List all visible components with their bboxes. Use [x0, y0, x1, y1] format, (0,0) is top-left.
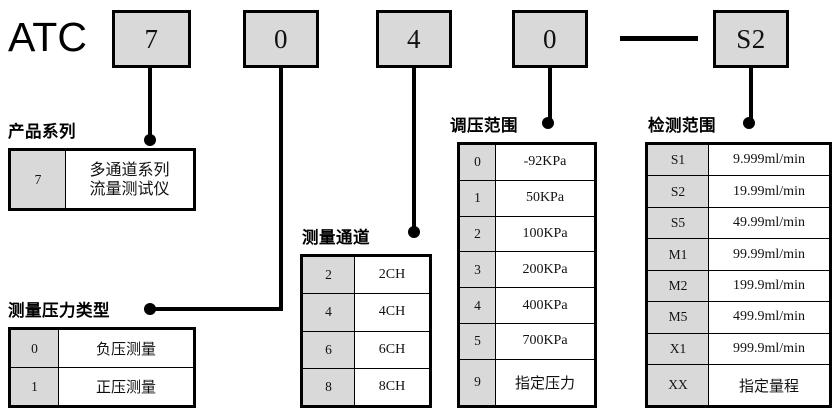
cell-code: 4 [459, 287, 496, 324]
table-row: M1 99.99ml/min [647, 238, 830, 271]
cell-desc: 499.9ml/min [708, 301, 830, 334]
cell-desc: 正压测量 [58, 367, 194, 406]
code-box-pressure-range[interactable]: 0 [512, 10, 588, 68]
cell-code: 2 [302, 255, 355, 295]
table-row: 0 负压测量 [10, 329, 194, 368]
table-channels: 2 2CH 4 4CH 6 6CH 8 8CH [300, 254, 432, 408]
cell-desc: 700KPa [495, 322, 595, 360]
cell-code: 0 [10, 329, 59, 368]
connector-dot-pressure-range [542, 117, 554, 129]
caption-channels: 测量通道 [302, 228, 370, 247]
caption-detection-range: 检测范围 [648, 116, 716, 135]
table-product-series: 7 多通道系列 流量测试仪 [8, 148, 196, 211]
table-row: M5 499.9ml/min [647, 301, 830, 334]
table-pressure-range: 0 -92KPa 1 50KPa 2 100KPa 3 200KPa 4 400… [457, 142, 597, 408]
cell-desc: 49.99ml/min [708, 206, 830, 240]
cell-code: 2 [459, 215, 496, 253]
connector-product-series [148, 68, 152, 141]
table-row: S1 9.999ml/min [647, 143, 830, 177]
caption-pressure-range: 调压范围 [450, 116, 518, 135]
table-row: S2 19.99ml/min [647, 175, 830, 208]
cell-desc: 9.999ml/min [708, 143, 830, 177]
table-row: M2 199.9ml/min [647, 269, 830, 303]
code-box-pressure-type[interactable]: 0 [243, 10, 319, 68]
cell-code: XX [647, 364, 709, 406]
table-row: 6 6CH [302, 330, 430, 369]
table-row: S5 49.99ml/min [647, 206, 830, 240]
table-row: 4 4CH [302, 293, 430, 332]
cell-desc: 多通道系列 流量测试仪 [65, 150, 194, 209]
cell-desc: 99.99ml/min [708, 238, 830, 271]
table-row: 0 -92KPa [459, 144, 595, 181]
table-detection-range: S1 9.999ml/min S2 19.99ml/min S5 49.99ml… [645, 142, 832, 408]
desc-line-2: 流量测试仪 [89, 178, 170, 198]
code-box-product-series[interactable]: 7 [112, 10, 191, 68]
cell-code: 0 [459, 144, 496, 181]
cell-code: 8 [302, 367, 355, 407]
cell-code: S2 [647, 175, 709, 208]
table-row: 2 100KPa [459, 215, 595, 253]
table-row: 9 指定压力 [459, 358, 595, 407]
cell-desc: 199.9ml/min [708, 269, 830, 303]
code-box-channels[interactable]: 4 [376, 10, 452, 68]
connector-pressure-type-vertical [279, 68, 283, 311]
cell-desc: 400KPa [495, 287, 595, 324]
cell-code: 4 [302, 293, 355, 332]
table-row: X1 999.9ml/min [647, 332, 830, 366]
cell-desc: 100KPa [495, 215, 595, 253]
table-row: 5 700KPa [459, 322, 595, 360]
cell-desc: 999.9ml/min [708, 332, 830, 366]
table-row: 3 200KPa [459, 251, 595, 289]
cell-desc: 50KPa [495, 179, 595, 217]
cell-desc: 2CH [354, 255, 430, 295]
cell-code: M1 [647, 238, 709, 271]
cell-code: 5 [459, 322, 496, 360]
cell-code: M2 [647, 269, 709, 303]
connector-pressure-type-horizontal [150, 307, 283, 311]
desc-line-1: 多通道系列 [89, 159, 170, 179]
connector-dot-pressure-type [144, 303, 156, 315]
cell-desc: 负压测量 [58, 329, 194, 368]
connector-dot-channels [408, 226, 420, 238]
table-row: 1 50KPa [459, 179, 595, 217]
table-row: 4 400KPa [459, 287, 595, 324]
cell-code: M5 [647, 301, 709, 334]
cell-code: 3 [459, 251, 496, 289]
cell-desc: 19.99ml/min [708, 175, 830, 208]
cell-code: 7 [10, 150, 66, 209]
cell-desc: 8CH [354, 367, 430, 407]
cell-desc: -92KPa [495, 144, 595, 181]
cell-code: X1 [647, 332, 709, 366]
model-prefix-label: ATC [8, 14, 87, 60]
cell-desc: 指定压力 [495, 358, 595, 407]
connector-dot-product-series [144, 134, 156, 146]
code-box-detection-range[interactable]: S2 [713, 10, 789, 68]
connector-dot-detection-range [743, 117, 755, 129]
table-pressure-type: 0 负压测量 1 正压测量 [8, 327, 196, 408]
caption-pressure-type: 测量压力类型 [8, 301, 110, 320]
table-row: 2 2CH [302, 255, 430, 295]
connector-detection-range [749, 68, 753, 123]
cell-desc: 指定量程 [708, 364, 830, 406]
cell-code: 1 [10, 367, 59, 406]
cell-desc: 6CH [354, 330, 430, 369]
table-row: 7 多通道系列 流量测试仪 [10, 150, 194, 209]
table-row: 8 8CH [302, 367, 430, 407]
cell-code: 6 [302, 330, 355, 369]
cell-desc: 200KPa [495, 251, 595, 289]
cell-code: 1 [459, 179, 496, 217]
table-row: XX 指定量程 [647, 364, 830, 406]
cell-code: S1 [647, 143, 709, 177]
connector-channels [412, 68, 416, 233]
caption-product-series: 产品系列 [8, 122, 76, 141]
table-row: 1 正压测量 [10, 367, 194, 406]
cell-code: 9 [459, 358, 496, 407]
connector-pressure-range [548, 68, 552, 123]
cell-code: S5 [647, 206, 709, 240]
cell-desc: 4CH [354, 293, 430, 332]
separator-dash [620, 36, 698, 41]
